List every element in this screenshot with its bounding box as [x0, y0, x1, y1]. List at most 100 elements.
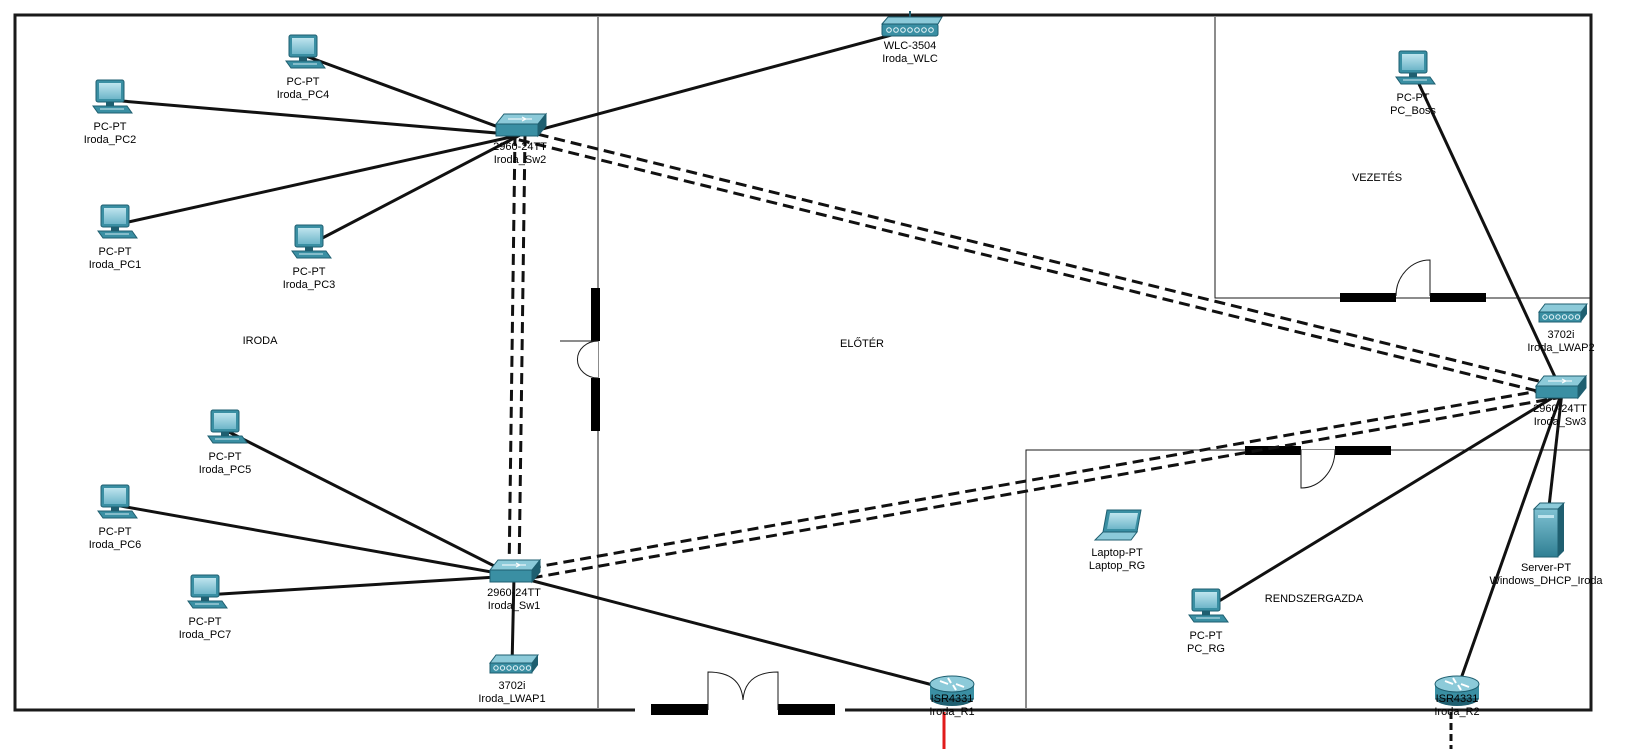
- link-sw1-sw3-1[interactable]: [512, 385, 1562, 573]
- switch-icon: [488, 558, 542, 584]
- link-sw2-sw1-0[interactable]: [507, 134, 517, 576]
- device-name-label: PC_Boss: [1390, 105, 1436, 117]
- floor-plan: [13, 13, 1593, 720]
- building-outline: [13, 13, 1593, 712]
- device-name-label: Laptop_RG: [1089, 560, 1145, 572]
- links-layer: [109, 28, 1564, 692]
- laptop-icon: [1093, 509, 1142, 541]
- pc-icon: [1395, 50, 1436, 85]
- pc-icon: [97, 204, 138, 239]
- wlc-icon: [880, 11, 943, 37]
- device-name-label: PC_RG: [1187, 643, 1225, 655]
- link-sw2-sw1-1[interactable]: [517, 135, 527, 577]
- room-label-iroda: IRODA: [243, 335, 279, 347]
- door-iroda: [560, 288, 600, 431]
- link-lwap1-sw1[interactable]: [510, 575, 516, 668]
- device-model-label: PC-PT: [189, 616, 222, 628]
- pc-icon: [291, 224, 332, 259]
- device-name-label: Iroda_LWAP1: [478, 693, 545, 705]
- door-vezetes: [1340, 259, 1486, 302]
- link-r2-sw3[interactable]: [1455, 391, 1564, 691]
- device-name-label: Iroda_Sw3: [1534, 416, 1587, 428]
- link-pc6-sw1[interactable]: [114, 503, 515, 578]
- device-model-label: ISR4331: [1436, 693, 1479, 705]
- device-name-label: Iroda_PC1: [89, 259, 142, 271]
- device-name-label: Iroda_R1: [929, 706, 974, 718]
- switch-icon: [1534, 374, 1588, 400]
- device-model-label: 2960-24TT: [493, 141, 547, 153]
- pc-icon: [1188, 588, 1229, 623]
- ap-icon: [1538, 303, 1588, 323]
- ap-icon: [489, 654, 539, 674]
- link-sw2-sw3-1[interactable]: [520, 128, 1564, 389]
- pc-icon: [92, 79, 133, 114]
- door-main: [635, 671, 845, 720]
- switch-icon: [494, 112, 548, 138]
- device-model-label: PC-PT: [94, 121, 127, 133]
- device-model-label: PC-PT: [287, 76, 320, 88]
- link-pc3-sw2[interactable]: [308, 133, 521, 247]
- link-sw2-sw3-0[interactable]: [518, 138, 1562, 399]
- room-label-eloter: ELŐTÉR: [840, 336, 884, 350]
- device-model-label: Server-PT: [1521, 562, 1571, 574]
- device-model-label: PC-PT: [1190, 630, 1223, 642]
- link-sw1-sw3-0[interactable]: [514, 395, 1564, 583]
- link-boss-sw3[interactable]: [1411, 70, 1564, 393]
- server-icon: [1532, 502, 1566, 558]
- link-pc4-sw2[interactable]: [302, 53, 521, 137]
- device-name-label: Iroda_PC7: [179, 629, 232, 641]
- device-model-label: WLC-3504: [884, 40, 937, 52]
- device-name-label: Iroda_R2: [1434, 706, 1479, 718]
- device-name-label: Iroda_PC6: [89, 539, 142, 551]
- pc-icon: [285, 34, 326, 69]
- room-label-vezetes: VEZETÉS: [1352, 171, 1402, 184]
- pc-icon: [207, 409, 248, 444]
- door-rendszergazda: [1245, 446, 1391, 489]
- link-wlc-sw2[interactable]: [519, 28, 911, 137]
- pc-icon: [97, 484, 138, 519]
- device-name-label: Iroda_PC5: [199, 464, 252, 476]
- link-pc1-sw2[interactable]: [114, 133, 521, 227]
- wall-rendszergazda: [1025, 449, 1591, 708]
- link-pcrg-sw3[interactable]: [1205, 390, 1563, 611]
- device-name-label: Iroda_Sw2: [494, 154, 547, 166]
- link-pc5-sw1[interactable]: [224, 428, 515, 578]
- device-name-label: Iroda_PC4: [277, 89, 330, 101]
- device-name-label: Iroda_LWAP2: [1527, 342, 1594, 354]
- device-model-label: 2960-24TT: [1533, 403, 1587, 415]
- device-model-label: ISR4331: [931, 693, 974, 705]
- device-model-label: PC-PT: [99, 246, 132, 258]
- link-sw1-r1[interactable]: [513, 574, 953, 692]
- room-label-rendszergazda: RENDSZERGAZDA: [1265, 593, 1364, 605]
- link-pc2-sw2[interactable]: [109, 98, 521, 137]
- device-name-label: Windows_DHCP_Iroda: [1489, 575, 1603, 587]
- router-icon: [929, 675, 975, 706]
- device-model-label: PC-PT: [293, 266, 326, 278]
- device-name-label: Iroda_PC2: [84, 134, 137, 146]
- device-name-label: Iroda_WLC: [882, 53, 938, 65]
- link-pc7-sw1[interactable]: [204, 574, 515, 597]
- device-name-label: Iroda_Sw1: [488, 600, 541, 612]
- device-model-label: PC-PT: [209, 451, 242, 463]
- router-icon: [1434, 675, 1480, 706]
